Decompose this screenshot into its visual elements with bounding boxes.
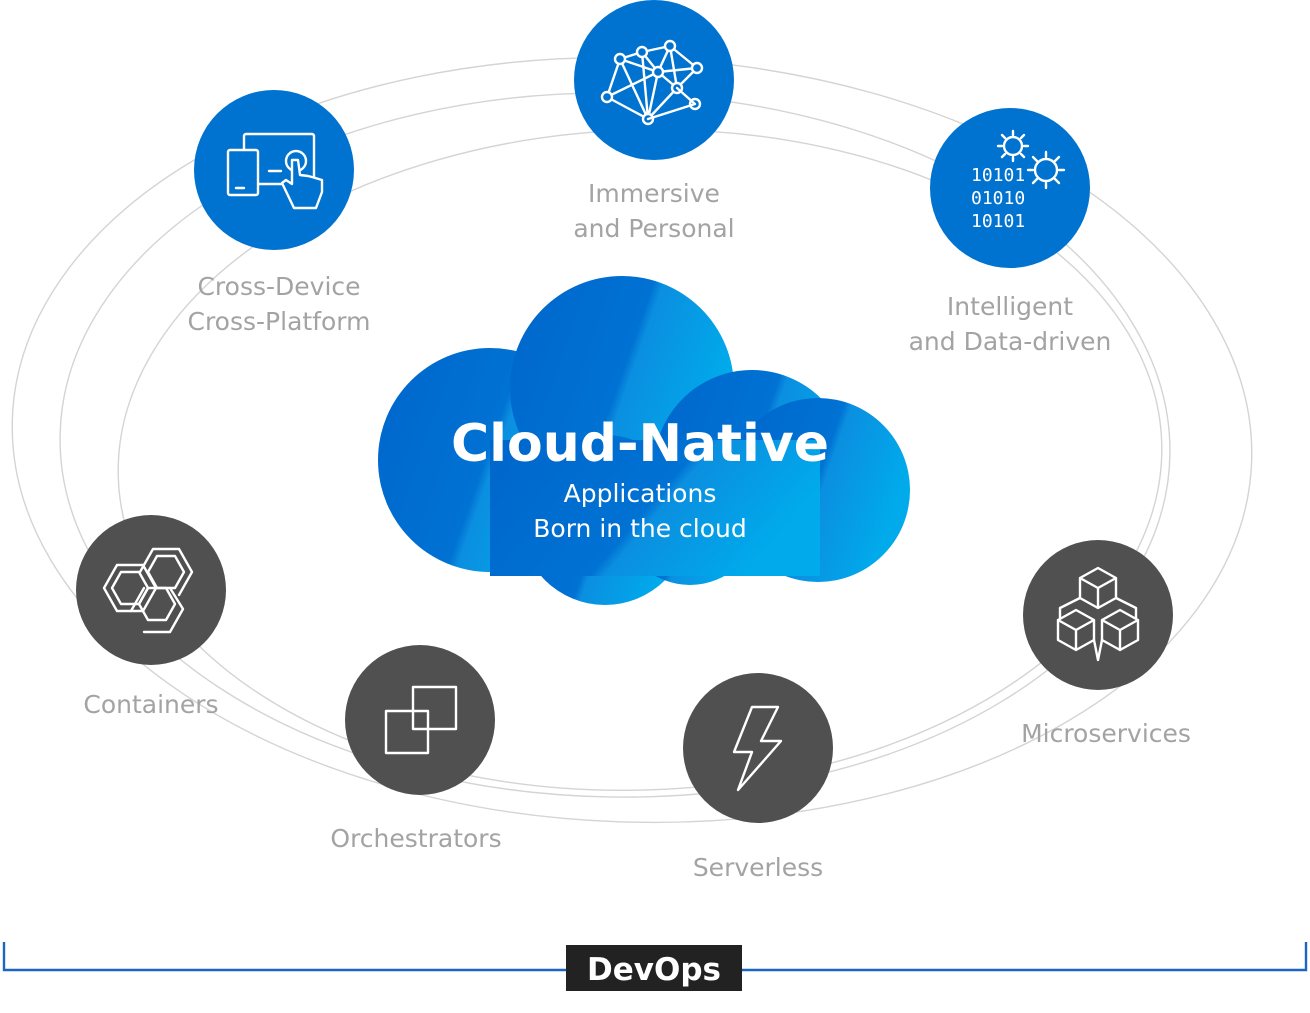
node-label-line1: Immersive: [588, 179, 720, 208]
node-label-line2: Cross-Platform: [188, 307, 371, 336]
node-orchestrators: Orchestrators: [330, 645, 502, 853]
node-circle: [1023, 540, 1173, 690]
devices-touch-icon: [226, 132, 324, 210]
node-label-line2: and Data-driven: [909, 327, 1112, 356]
binary-gears-icon: 10101 01010 10101: [971, 129, 1066, 232]
node-label-line1: Intelligent: [947, 292, 1073, 321]
node-containers: Containers: [76, 515, 226, 719]
cloud-title: Cloud-Native: [451, 414, 829, 474]
node-circle: [930, 108, 1090, 268]
binary-row-1: 10101: [971, 165, 1025, 186]
node-label-line1: Cross-Device: [197, 272, 360, 301]
node-intelligent-data: 10101 01010 10101 Intelligent and Data-d…: [909, 108, 1112, 356]
node-label-line1: Serverless: [693, 853, 823, 882]
node-circle: [76, 515, 226, 665]
node-microservices: Microservices: [1021, 540, 1191, 748]
gear-icon: [996, 129, 1066, 190]
node-label-line1: Orchestrators: [330, 824, 501, 853]
lightning-bolt-icon: [732, 705, 783, 792]
node-serverless: Serverless: [683, 673, 833, 882]
node-cross-device: Cross-Device Cross-Platform: [188, 90, 371, 336]
devops-label-box: [566, 945, 742, 991]
node-label-line1: Microservices: [1021, 719, 1191, 748]
node-circle: [683, 673, 833, 823]
devops-bracket: DevOps: [2, 942, 1308, 991]
cloud-subtitle-line2: Born in the cloud: [533, 514, 747, 543]
cloud-native-cloud: Cloud-Native Applications Born in the cl…: [378, 276, 910, 605]
hexagons-icon: [102, 547, 194, 634]
binary-row-3: 10101: [971, 211, 1025, 232]
devops-label: DevOps: [587, 952, 721, 988]
neural-network-icon: [600, 39, 704, 126]
cubes-icon: [1056, 566, 1140, 662]
node-immersive-personal: Immersive and Personal: [573, 0, 735, 243]
cloud-subtitle-line1: Applications: [564, 479, 717, 508]
node-label-line2: and Personal: [573, 214, 734, 243]
overlapping-squares-icon: [384, 685, 458, 755]
node-label-line1: Containers: [83, 690, 218, 719]
binary-row-2: 01010: [971, 188, 1025, 209]
node-circle: [345, 645, 495, 795]
cloud-shape: [378, 276, 910, 605]
node-circle: [574, 0, 734, 160]
